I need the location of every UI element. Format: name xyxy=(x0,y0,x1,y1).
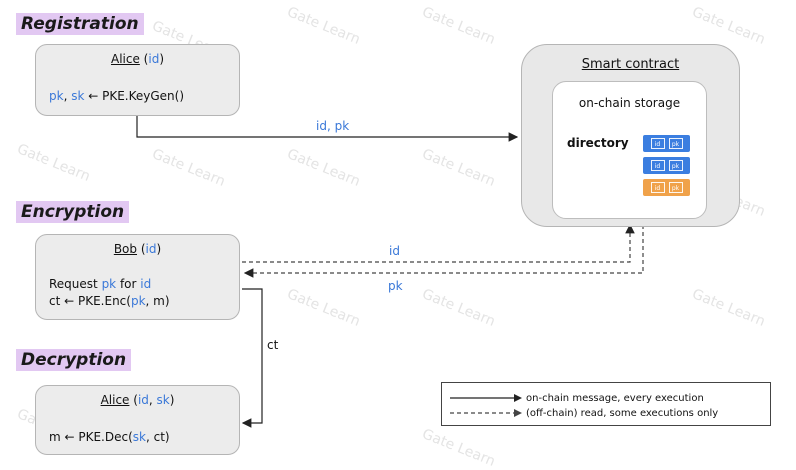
var-id: id xyxy=(140,277,152,291)
registration-alice-box: Alice (id) pk, sk ← PKE.KeyGen() xyxy=(35,44,240,116)
read-request-label: id xyxy=(389,244,400,258)
decryption-title: Decryption xyxy=(16,349,132,371)
directory-entry: id pk xyxy=(643,135,690,152)
directory-label: directory xyxy=(567,136,629,150)
storage-title: on-chain storage xyxy=(578,96,681,110)
registration-title: Registration xyxy=(16,13,144,35)
paren: ( xyxy=(133,393,138,407)
bob-header: Bob (id) xyxy=(36,242,239,256)
text: ct ← PKE.Enc( xyxy=(49,294,131,308)
var-id: id xyxy=(137,393,149,407)
keygen-text: ← PKE.KeyGen() xyxy=(84,89,185,103)
directory-entry: id pk xyxy=(643,157,690,174)
read-response-arrow xyxy=(243,225,644,278)
text: , m) xyxy=(145,294,170,308)
entry-cell-id: id xyxy=(650,138,665,149)
smart-contract-title: Smart contract xyxy=(581,57,680,72)
encryption-bob-box: Bob (id) Request pk for id ct ← PKE.Enc(… xyxy=(35,234,240,320)
encryption-title: Encryption xyxy=(16,201,130,223)
text: , ct) xyxy=(145,430,170,444)
encrypt-line: ct ← PKE.Enc(pk, m) xyxy=(49,294,170,308)
entry-cell-id: id xyxy=(650,182,665,193)
keygen-line: pk, sk ← PKE.KeyGen() xyxy=(49,89,184,103)
decrypt-line: m ← PKE.Dec(sk, ct) xyxy=(49,430,170,444)
legend-dashed-label: (off-chain) read, some executions only xyxy=(526,407,719,419)
smart-contract-box: Smart contract on-chain storage director… xyxy=(521,44,740,227)
dashed-arrow-sample xyxy=(450,409,522,417)
var-pk: pk xyxy=(49,89,64,103)
text: for xyxy=(116,277,141,291)
ciphertext-arrow xyxy=(241,288,263,428)
request-line: Request pk for id xyxy=(49,277,151,291)
party-name: Alice xyxy=(100,393,130,407)
read-response-label: pk xyxy=(388,279,403,293)
entry-cell-pk: pk xyxy=(668,182,683,193)
legend-dashed: (off-chain) read, some executions only xyxy=(450,406,718,420)
ciphertext-label: ct xyxy=(267,338,279,352)
var-pk: pk xyxy=(130,294,146,308)
paren: ) xyxy=(159,52,164,66)
legend-solid: on-chain message, every execution xyxy=(450,391,704,405)
var-pk: pk xyxy=(101,277,117,291)
legend-solid-label: on-chain message, every execution xyxy=(526,392,704,404)
solid-arrow-sample xyxy=(450,394,522,402)
entry-cell-pk: pk xyxy=(668,138,683,149)
directory-entry-highlighted: id pk xyxy=(643,179,690,196)
registration-arrow-label: id, pk xyxy=(316,119,350,133)
party-name: Bob xyxy=(113,242,138,256)
text: m ← PKE.Dec( xyxy=(49,430,133,444)
paren: ( xyxy=(140,242,146,256)
party-name: Alice xyxy=(110,52,140,66)
var-sk: sk xyxy=(156,393,170,407)
alice-header: Alice (id, sk) xyxy=(36,393,239,407)
var-sk: sk xyxy=(132,430,146,444)
entry-cell-id: id xyxy=(650,160,665,171)
paren: ) xyxy=(169,393,175,407)
var-id: id xyxy=(148,52,160,66)
separator: , xyxy=(148,393,157,407)
var-sk: sk xyxy=(71,89,85,103)
separator: , xyxy=(63,89,72,103)
alice-header: Alice (id) xyxy=(36,52,239,66)
legend: on-chain message, every execution (off-c… xyxy=(441,382,771,426)
decryption-alice-box: Alice (id, sk) m ← PKE.Dec(sk, ct) xyxy=(35,385,240,455)
read-request-arrow xyxy=(242,223,635,263)
paren: ( xyxy=(143,52,149,66)
text: Request xyxy=(49,277,102,291)
entry-cell-pk: pk xyxy=(668,160,683,171)
paren: ) xyxy=(156,242,162,256)
on-chain-storage-box: on-chain storage directory id pk id pk i… xyxy=(552,81,707,219)
registration-arrow xyxy=(136,116,519,142)
var-id: id xyxy=(145,242,157,256)
